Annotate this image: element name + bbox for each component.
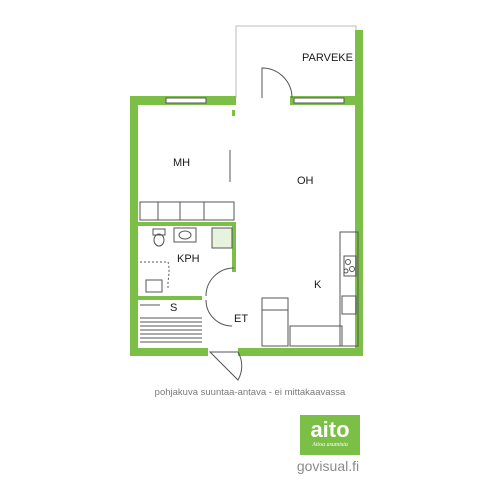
room-label-kph: KPH — [177, 253, 200, 265]
sauna-bench — [140, 304, 202, 343]
room-label-et: ET — [234, 313, 248, 325]
room-label-k: K — [314, 279, 322, 291]
room-label-oh: OH — [297, 175, 314, 187]
exterior-walls — [130, 30, 363, 356]
kitchen — [261, 231, 359, 347]
room-label-mh: MH — [173, 157, 190, 169]
wardrobes — [139, 150, 235, 221]
website-link[interactable]: govisual.fi — [296, 458, 360, 474]
bathroom-fixtures — [140, 227, 233, 293]
interior-walls — [138, 110, 236, 300]
room-label-s: S — [170, 302, 177, 314]
logo-slogan: Aitoa asumista — [312, 442, 348, 448]
logo-brand: aito — [310, 417, 350, 442]
plan-caption: pohjakuva suuntaa-antava - ei mittakaava… — [154, 387, 346, 398]
aito-logo[interactable]: aito Aitoa asumista — [300, 415, 360, 455]
room-label-parveke: PARVEKE — [302, 52, 353, 64]
windows — [165, 97, 345, 104]
doors — [205, 67, 293, 381]
